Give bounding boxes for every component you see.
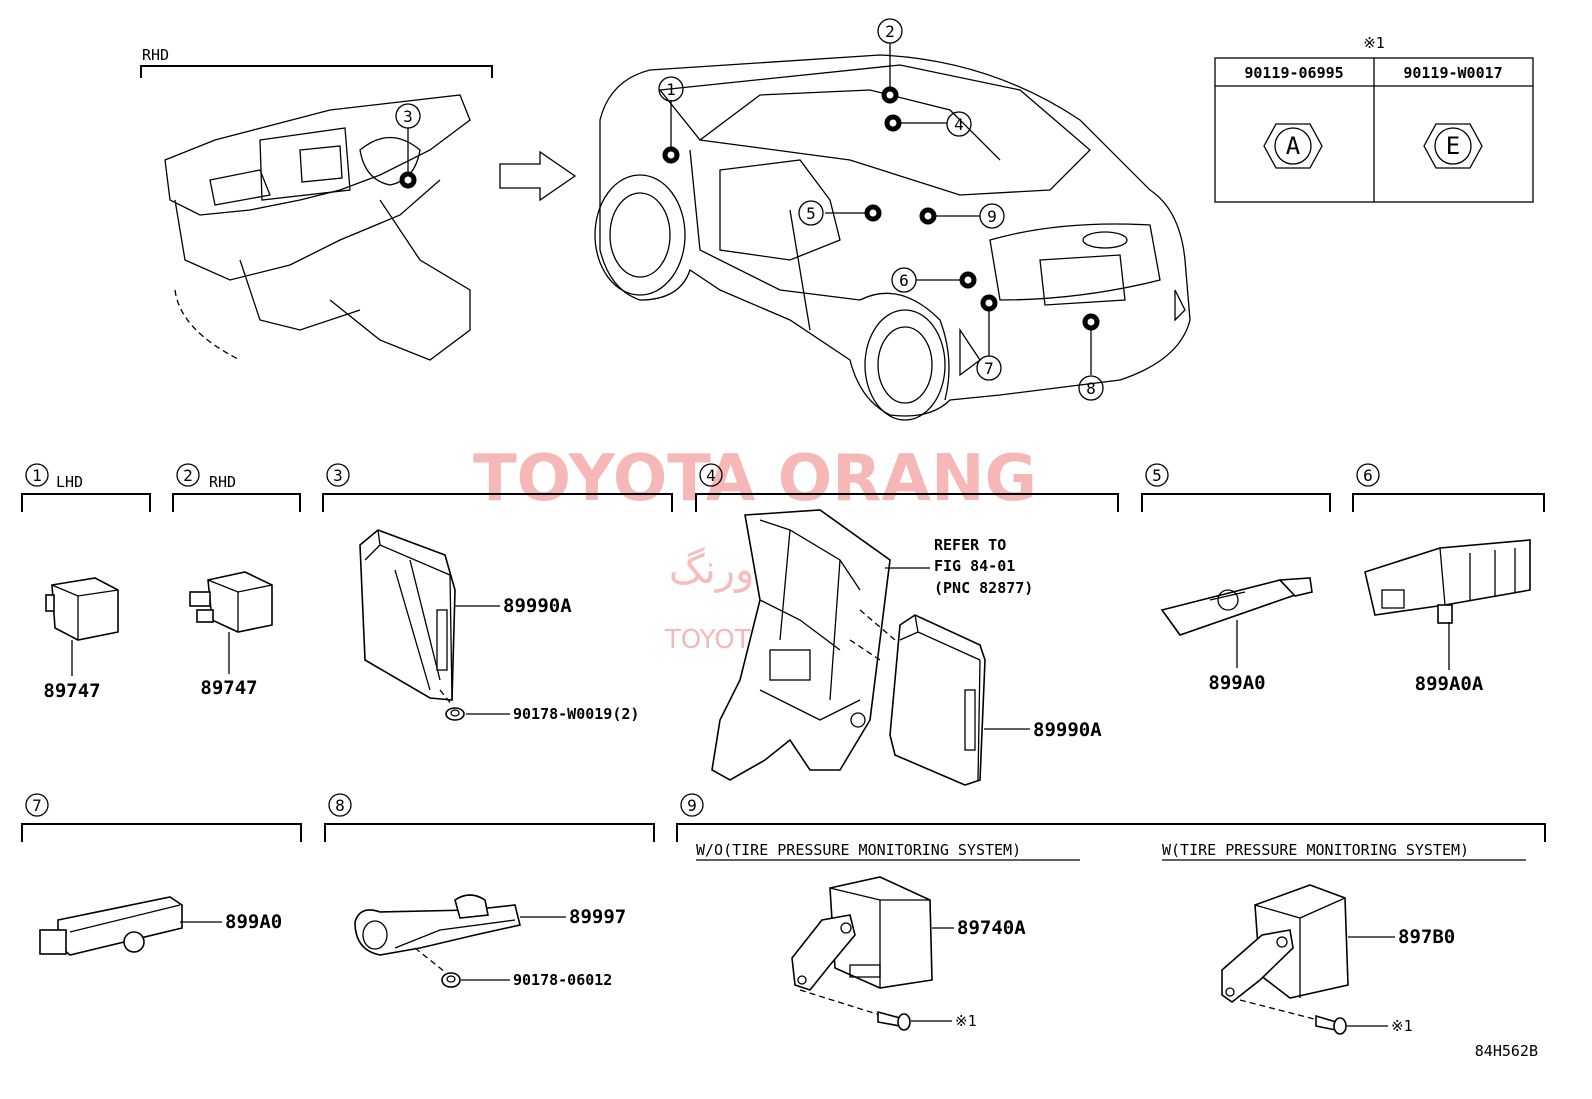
table-part-a: 90119-06995 (1244, 64, 1343, 82)
ecu-89990a-sec3 (359, 529, 456, 701)
svg-text:A: A (1286, 132, 1301, 160)
hex-nut-a-icon: A (1263, 123, 1323, 169)
part-897b0: 897B0 (1398, 926, 1455, 948)
callout-9: 9 (979, 203, 1005, 229)
svg-text:8: 8 (1086, 379, 1096, 398)
antenna-899a0-sec5 (1160, 577, 1313, 636)
vehicle-view: 1 2 4 5 9 6 7 8 (594, 18, 1191, 421)
bolt-icon (445, 707, 465, 721)
svg-text:7: 7 (984, 359, 994, 378)
svg-text:1: 1 (32, 466, 42, 485)
svg-text:8: 8 (335, 796, 345, 815)
part-899a0-sec7: 899A0 (225, 911, 282, 933)
svg-text:6: 6 (1363, 466, 1373, 485)
part-89747-lhd: 89747 (43, 680, 100, 702)
svg-text:7: 7 (32, 796, 42, 815)
part-899a0a: 899A0A (1415, 673, 1484, 695)
arrow-right-icon (499, 150, 577, 202)
part-899a0-sec5: 899A0 (1208, 672, 1265, 694)
bolt-left-icon (877, 1010, 911, 1031)
bolt-right-icon (1315, 1014, 1347, 1035)
bracket-assembly (711, 509, 891, 781)
svg-text:4: 4 (954, 115, 964, 134)
callout-7: 7 (976, 355, 1002, 381)
bolt-left-note: ※1 (955, 1012, 977, 1030)
svg-text:E: E (1446, 132, 1460, 160)
svg-text:5: 5 (1152, 466, 1162, 485)
section-4: 4 REFER TO FIG 84-01 (PNC 82877) 89990A (695, 463, 1119, 786)
svg-text:5: 5 (806, 204, 816, 223)
svg-text:4: 4 (706, 466, 716, 485)
section-1: 1 LHD 89747 (21, 463, 151, 702)
section-8: 8 89997 90178-06012 (324, 793, 655, 989)
callout-1: 1 (658, 76, 684, 102)
part-90178-w0019: 90178-W0019(2) (513, 705, 639, 723)
svg-text:3: 3 (333, 466, 343, 485)
bolt-right-note: ※1 (1391, 1017, 1413, 1035)
ecu-89990a-sec4 (889, 614, 986, 786)
table-part-e: 90119-W0017 (1403, 64, 1502, 82)
sensor-89747-lhd (45, 577, 119, 641)
figure-code: 84H562B (1475, 1042, 1538, 1060)
callout-8: 8 (1078, 375, 1104, 401)
antenna-89997 (354, 894, 521, 956)
svg-text:2: 2 (885, 22, 895, 41)
refer-line-3: (PNC 82877) (934, 579, 1033, 597)
table-note: ※1 (1363, 34, 1385, 52)
part-90178-06012: 90178-06012 (513, 971, 612, 989)
callout-4: 4 (946, 111, 972, 137)
refer-line-2: FIG 84-01 (934, 557, 1015, 575)
svg-text:6: 6 (899, 271, 909, 290)
section-6: 6 899A0A (1352, 463, 1545, 695)
callout-6: 6 (891, 267, 917, 293)
part-89997: 89997 (569, 906, 626, 928)
svg-text:2: 2 (183, 466, 193, 485)
section-3: 3 89990A 90178-W0019(2) (322, 463, 673, 723)
tpms-receiver-89740a (791, 876, 933, 991)
part-89740a: 89740A (957, 917, 1026, 939)
hex-nut-e-icon: E (1423, 123, 1483, 169)
rhd-dashboard-view: RHD 3 (140, 46, 493, 361)
callout-2: 2 (877, 18, 903, 44)
sensor-89747-rhd (189, 571, 273, 633)
callout-3-top: 3 (403, 107, 413, 126)
watermark-title: TOYOTA ORANG (473, 442, 1037, 516)
antenna-899a0a-sec6 (1364, 539, 1531, 624)
section-9-right-title: W(TIRE PRESSURE MONITORING SYSTEM) (1162, 841, 1469, 859)
svg-text:9: 9 (687, 796, 697, 815)
nut-icon (441, 972, 461, 988)
section-2: 2 RHD 89747 (172, 463, 301, 699)
section-7: 7 899A0 (21, 793, 302, 956)
part-89990a-sec3: 89990A (503, 595, 572, 617)
section-2-label: RHD (209, 473, 236, 491)
section-9-left-title: W/O(TIRE PRESSURE MONITORING SYSTEM) (696, 841, 1021, 859)
section-5: 5 899A0 (1141, 463, 1331, 694)
rhd-label: RHD (142, 46, 169, 64)
svg-text:1: 1 (666, 80, 676, 99)
section-9: 9 W/O(TIRE PRESSURE MONITORING SYSTEM) 8… (676, 793, 1546, 1035)
part-89747-rhd: 89747 (200, 677, 257, 699)
part-89990a-sec4: 89990A (1033, 719, 1102, 741)
refer-line-1: REFER TO (934, 536, 1006, 554)
section-1-label: LHD (56, 473, 83, 491)
tpms-receiver-897b0 (1221, 884, 1349, 1003)
callout-5: 5 (798, 200, 824, 226)
svg-text:9: 9 (987, 207, 997, 226)
antenna-899a0-sec7 (39, 896, 183, 956)
fastener-table: ※1 90119-06995 90119-W0017 A E (1214, 34, 1534, 203)
